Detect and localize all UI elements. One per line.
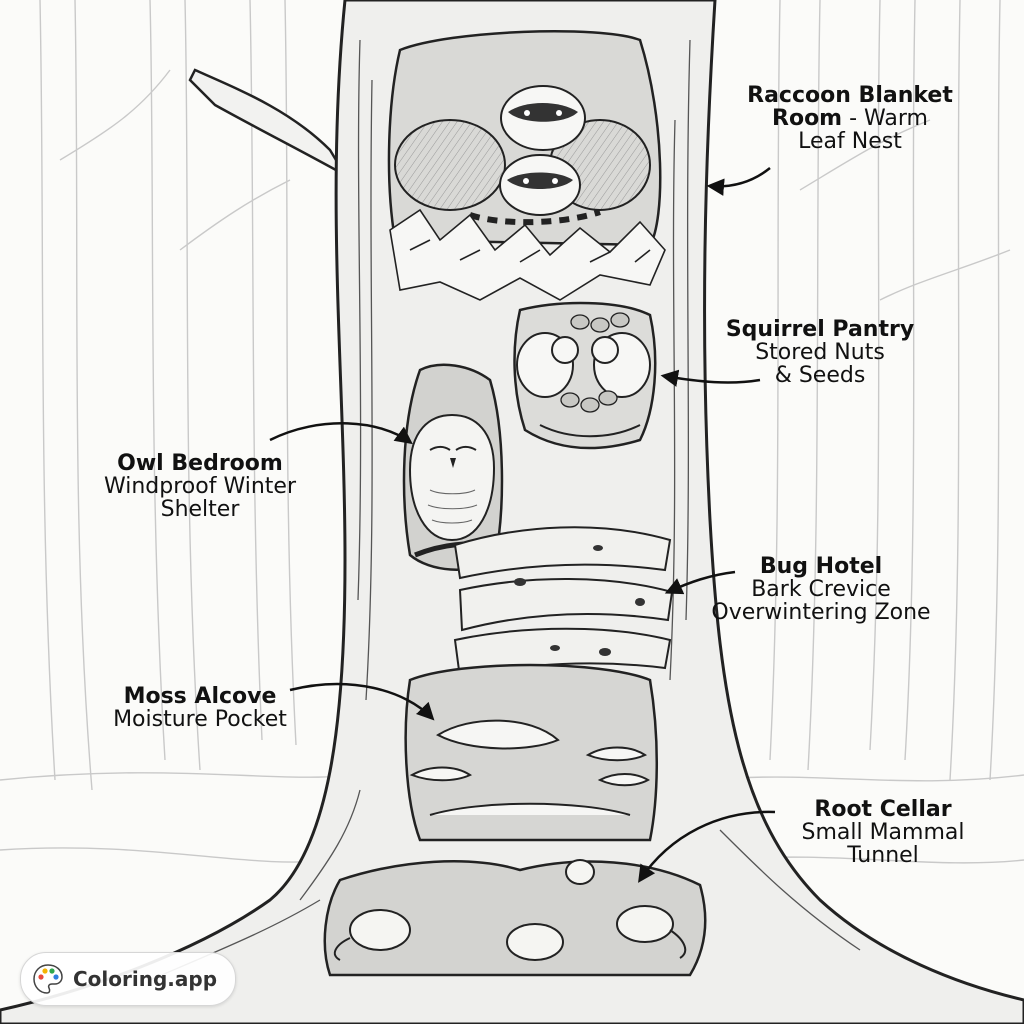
label-desc-line2: Overwintering Zone [711,600,931,626]
label-desc: Stored Nuts [755,340,885,366]
label-root-cellar: Root Cellar Small Mammal Tunnel [778,798,988,867]
raccoon-group [394,85,651,226]
brand-name: Coloring.app [73,967,218,991]
label-title: Moss Alcove [123,684,277,709]
mushrooms [409,719,651,816]
bark-texture [149,39,861,981]
label-desc: Moisture Pocket [113,707,287,733]
squirrel-group [516,312,651,438]
leaf-nest [389,208,666,301]
arrow-bug [664,570,736,595]
label-desc-line2: Shelter [160,497,240,523]
label-title: Raccoon Blanket [747,83,953,108]
palette-icon [33,964,63,994]
label-desc-inline: - Warm [849,106,928,132]
label-owl-bedroom: Owl Bedroom Windproof Winter Shelter [70,452,330,521]
label-desc: Leaf Nest [798,129,902,155]
bug-hotel [453,526,674,680]
label-desc-line2: & Seeds [774,363,866,389]
arrow-squirrel [660,369,761,387]
moss-alcove [404,663,659,842]
root-cellar [323,860,707,977]
arrow-root [638,810,776,883]
branch [188,68,349,179]
label-bug-hotel: Bug Hotel Bark Crevice Overwintering Zon… [686,555,956,624]
label-raccoon-blanket-room: Raccoon Blanket Room - Warm Leaf Nest [730,84,970,153]
label-squirrel-pantry: Squirrel Pantry Stored Nuts & Seeds [710,318,930,387]
label-title-line2: Room [772,106,843,132]
label-title: Bug Hotel [759,554,883,579]
label-title: Owl Bedroom [117,451,283,476]
label-desc: Bark Crevice [751,577,891,603]
arrow-moss [289,682,435,721]
mice [333,859,687,961]
arrow-raccoon [706,167,771,196]
coloring-app-watermark[interactable]: Coloring.app [20,952,237,1006]
arrow-owl [269,422,413,445]
label-desc: Small Mammal [801,820,965,846]
background-forest [0,0,1024,864]
label-title: Squirrel Pantry [725,317,915,342]
callout-arrows [269,167,776,883]
label-desc-line2: Tunnel [847,843,919,869]
label-title: Root Cellar [814,797,952,822]
label-desc: Windproof Winter [103,474,296,500]
label-moss-alcove: Moss Alcove Moisture Pocket [80,685,320,731]
